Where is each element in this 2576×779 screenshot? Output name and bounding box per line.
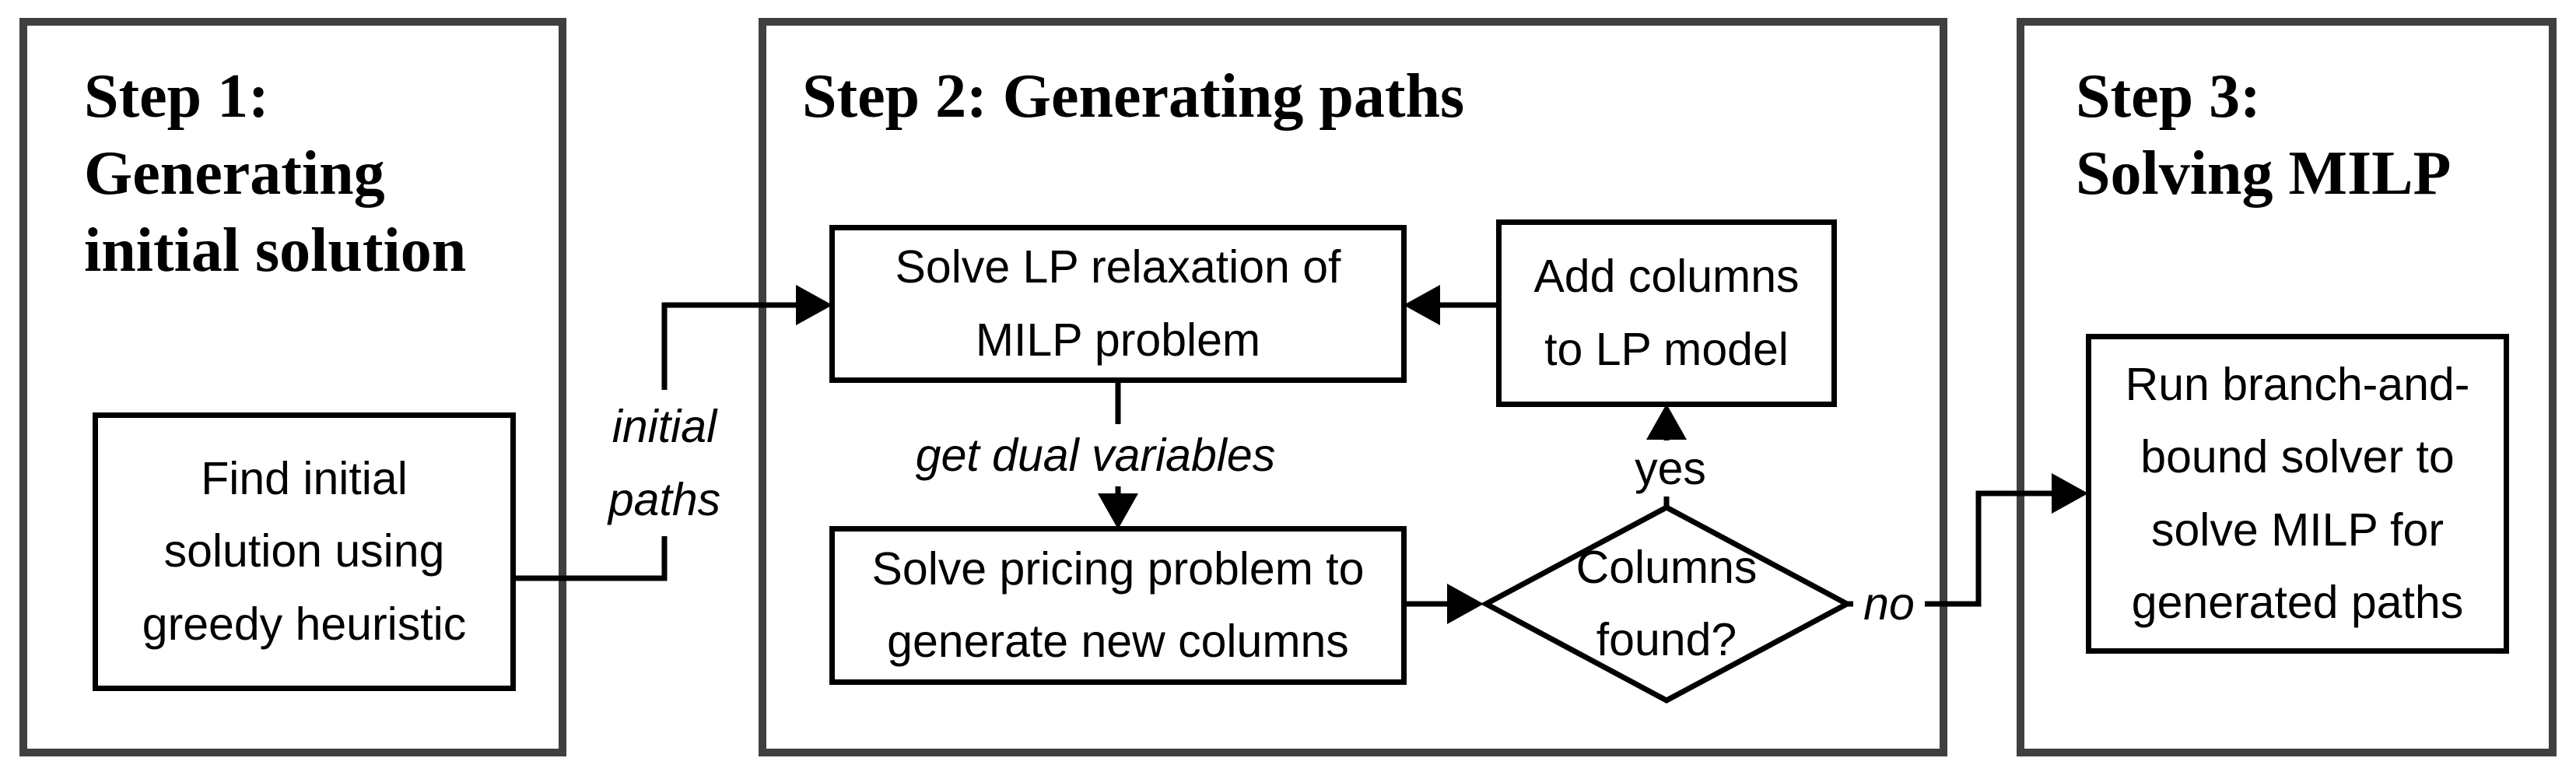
node-solve-pricing-problem: Solve pricing problem to generate new co… [829,526,1407,685]
arrowhead-right-icon [796,285,832,325]
node-columns-found-decision: Columns found? [1575,541,1758,665]
node-run-branch-and-bound: Run branch-and- bound solver to solve MI… [2086,334,2509,654]
panel-step1-title: Step 1: Generating initial solution [84,62,467,286]
arrowhead-right-icon [2052,473,2088,514]
node-solve-lp-relaxation: Solve LP relaxation of MILP problem [829,225,1407,383]
edge-label-get-dual-variables: get dual variables [878,424,1313,486]
panel-step2-title: Step 2: Generating paths [802,62,1465,131]
arrowhead-up-icon [1646,404,1687,440]
node-add-columns: Add columns to LP model [1496,219,1837,407]
arrowhead-right-icon [1447,584,1484,624]
decision-diamond-shape [1480,504,1853,704]
arrowhead-down-icon [1098,493,1138,529]
edge-label-initial-paths: initial paths [580,390,749,536]
panel-step3-title: Step 3: Solving MILP [2076,62,2452,209]
node-find-initial-solution: Find initial solution using greedy heuri… [93,412,516,691]
edge-label-yes: yes [1620,440,1721,497]
arrowhead-left-icon [1404,285,1440,325]
edge-label-no: no [1853,575,1925,633]
